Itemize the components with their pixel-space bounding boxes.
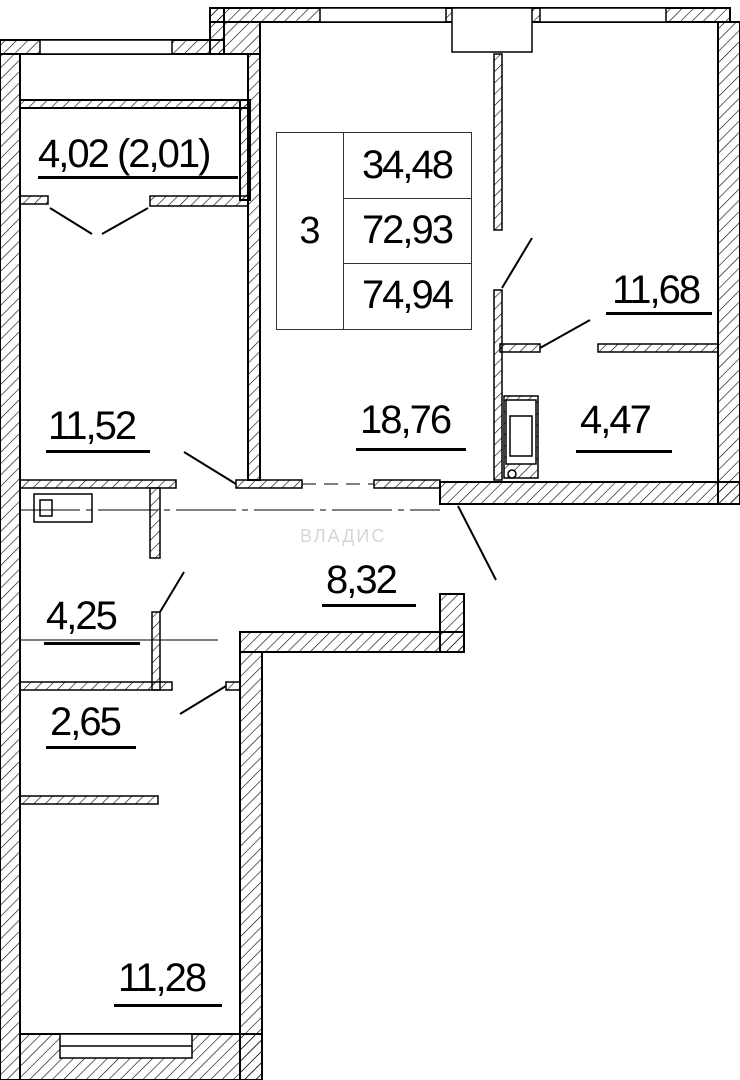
- room-label-bedroom-right: 11,68: [612, 268, 701, 312]
- room-underline-living-room: [356, 448, 466, 451]
- living-area: 34,48: [343, 133, 471, 199]
- room-underline-kitchen: [114, 1004, 222, 1007]
- room-label-living-room: 18,76: [360, 398, 452, 442]
- door-swings: [49, 207, 591, 715]
- room-underline-hall: [322, 604, 416, 607]
- room-label-balcony: 4,02 (2,01): [38, 132, 211, 176]
- room-underline-bedroom-left: [46, 450, 150, 453]
- room-underline-balcony: [38, 176, 238, 179]
- room-label-bathroom: 4,47: [580, 398, 652, 442]
- fixtures: [33, 399, 537, 523]
- hall-guidelines: [20, 483, 440, 641]
- total-area: 72,93: [343, 198, 471, 264]
- room-label-bathroom-small: 4,25: [46, 594, 118, 638]
- watermark: ВЛАДИС: [300, 526, 387, 546]
- room-label-bedroom-left: 11,52: [48, 404, 137, 448]
- exterior-walls: [0, 7, 740, 1080]
- apartment-summary-table: 3 34,48 72,93 74,94: [276, 132, 472, 330]
- room-label-kitchen: 11,28: [118, 956, 207, 1000]
- room-label-toilet: 2,65: [50, 700, 122, 744]
- windows: [39, 7, 667, 1059]
- room-underline-bathroom-small: [44, 642, 140, 645]
- room-label-hall: 8,32: [326, 558, 398, 602]
- rooms-count: 3: [277, 133, 344, 329]
- room-underline-toilet: [46, 746, 136, 749]
- total-area-with-balcony: 74,94: [361, 273, 454, 317]
- room-underline-bedroom-right: [606, 312, 712, 315]
- room-underline-bathroom: [576, 450, 672, 453]
